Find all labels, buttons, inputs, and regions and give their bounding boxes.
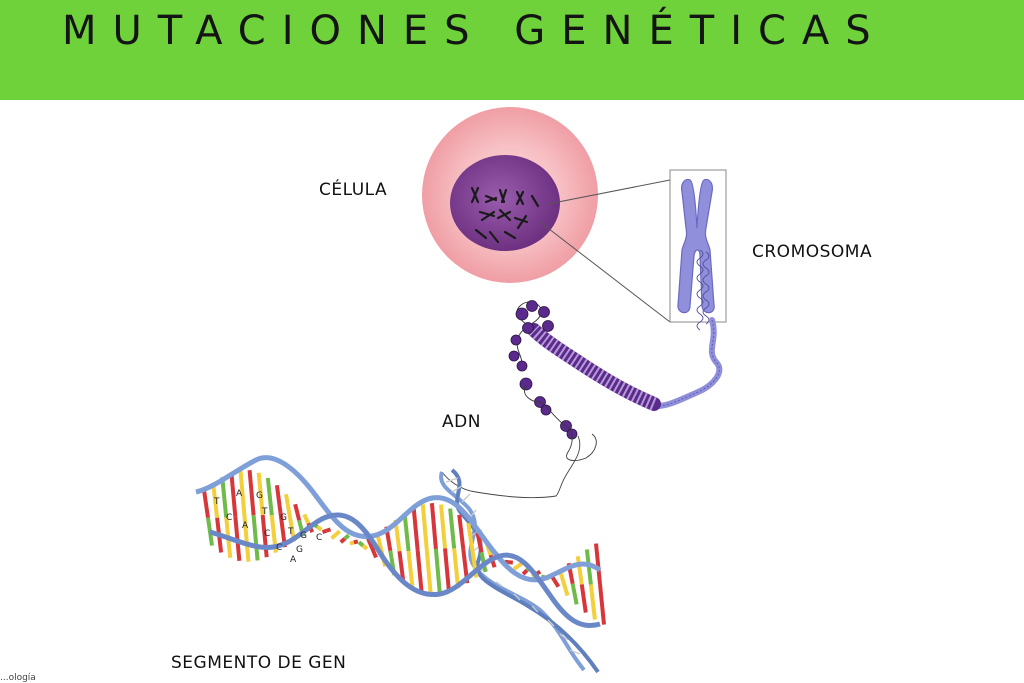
chromatin-coil xyxy=(696,249,710,331)
label-gene-segment: SEGMENTO DE GEN xyxy=(171,653,347,673)
base-pair-half xyxy=(202,489,210,519)
base-pair-half xyxy=(220,476,229,518)
base-letter: C xyxy=(316,533,322,543)
base-pair-half xyxy=(512,564,520,571)
dna-linker xyxy=(441,435,581,499)
backbone-top xyxy=(195,455,602,583)
base-letter: T xyxy=(261,507,268,517)
base-pair-half xyxy=(420,504,429,550)
base-pair-half xyxy=(316,525,323,532)
label-chromosome: CROMOSOMA xyxy=(752,242,873,262)
base-pair-half xyxy=(256,472,265,516)
base-pair-half xyxy=(330,533,337,540)
nucleosome-beads xyxy=(508,300,578,440)
base-pair-half xyxy=(475,532,484,553)
base-pair-half xyxy=(361,543,369,551)
base-pair-half xyxy=(284,493,293,519)
label-cell: CÉLULA xyxy=(319,180,388,200)
base-pair-half xyxy=(325,527,332,533)
base-letter: A xyxy=(290,555,297,565)
base-pair-half xyxy=(211,482,220,519)
base-pair-half xyxy=(411,507,420,551)
base-pair-half xyxy=(229,472,238,517)
base-letter: C xyxy=(226,513,232,523)
base-pair-half xyxy=(579,584,588,613)
base-pair-half xyxy=(424,549,433,596)
base-pair-half xyxy=(302,513,311,525)
base-pair-half xyxy=(293,503,302,521)
base-pair-half xyxy=(521,568,529,576)
base-pair-half xyxy=(343,533,351,541)
base-pair-half xyxy=(334,529,341,537)
base-pair-half xyxy=(321,528,328,535)
backbone-bottom xyxy=(209,512,601,628)
base-pair-half xyxy=(457,514,466,550)
base-pair-half xyxy=(349,540,355,546)
base-letter: G xyxy=(300,531,307,541)
base-pair-half xyxy=(247,469,256,516)
chromosome-box xyxy=(669,169,727,323)
base-pair-half xyxy=(439,504,448,549)
base-letter: A xyxy=(242,521,249,531)
base-pair-half xyxy=(242,515,251,562)
base-pair-half xyxy=(206,517,214,546)
base-pair-half xyxy=(429,502,438,550)
page-title: MUTACIONES GENÉTICAS xyxy=(62,8,887,54)
base-pair-half xyxy=(561,581,570,597)
base-letter: T xyxy=(213,497,220,507)
base-pair-half xyxy=(251,515,260,561)
base-letter: G xyxy=(280,513,287,523)
base-pair-half xyxy=(588,584,597,620)
base-letter: T xyxy=(287,527,294,537)
title-banner: MUTACIONES GENÉTICAS xyxy=(0,0,1024,100)
nucleus-chromosomes xyxy=(470,186,540,244)
base-pair-half xyxy=(265,477,274,516)
base-pair-half xyxy=(370,547,378,559)
base-letter: C xyxy=(276,543,282,553)
label-dna: ADN xyxy=(442,412,481,432)
base-pair-half xyxy=(594,543,602,585)
base-pair-half xyxy=(516,561,524,568)
cell xyxy=(422,107,598,283)
base-pair-half xyxy=(575,556,584,585)
base-letter: C xyxy=(264,529,270,539)
base-pair-half xyxy=(552,579,561,588)
base-pair-half xyxy=(598,583,606,625)
base-pair-half xyxy=(443,548,452,593)
base-letter: G xyxy=(256,491,263,501)
base-pair-half xyxy=(452,548,461,589)
base-letter: G xyxy=(296,545,303,555)
chromatin-fiber xyxy=(508,300,723,461)
base-pair-half xyxy=(357,540,365,548)
zoom-lines xyxy=(539,179,671,323)
base-pair-half xyxy=(415,550,424,594)
base-pair-half xyxy=(238,469,247,517)
base-pair-half xyxy=(448,508,457,549)
base-pair-half xyxy=(274,485,283,517)
base-pair-half xyxy=(260,514,269,558)
chromosome-inset xyxy=(669,169,727,331)
base-pair-half xyxy=(339,537,347,544)
base-pair-half xyxy=(433,548,442,595)
base-pair-half xyxy=(353,539,359,545)
credit-text: ...ología xyxy=(0,673,36,683)
base-pair-half xyxy=(406,550,415,590)
base-pair-half xyxy=(402,512,411,552)
cell-nucleus xyxy=(450,155,560,251)
base-pair-half xyxy=(466,522,475,551)
base-pair-half xyxy=(397,550,406,583)
base-pair-half xyxy=(570,583,579,605)
chromosome xyxy=(677,178,715,314)
base-letter: A xyxy=(236,489,243,499)
